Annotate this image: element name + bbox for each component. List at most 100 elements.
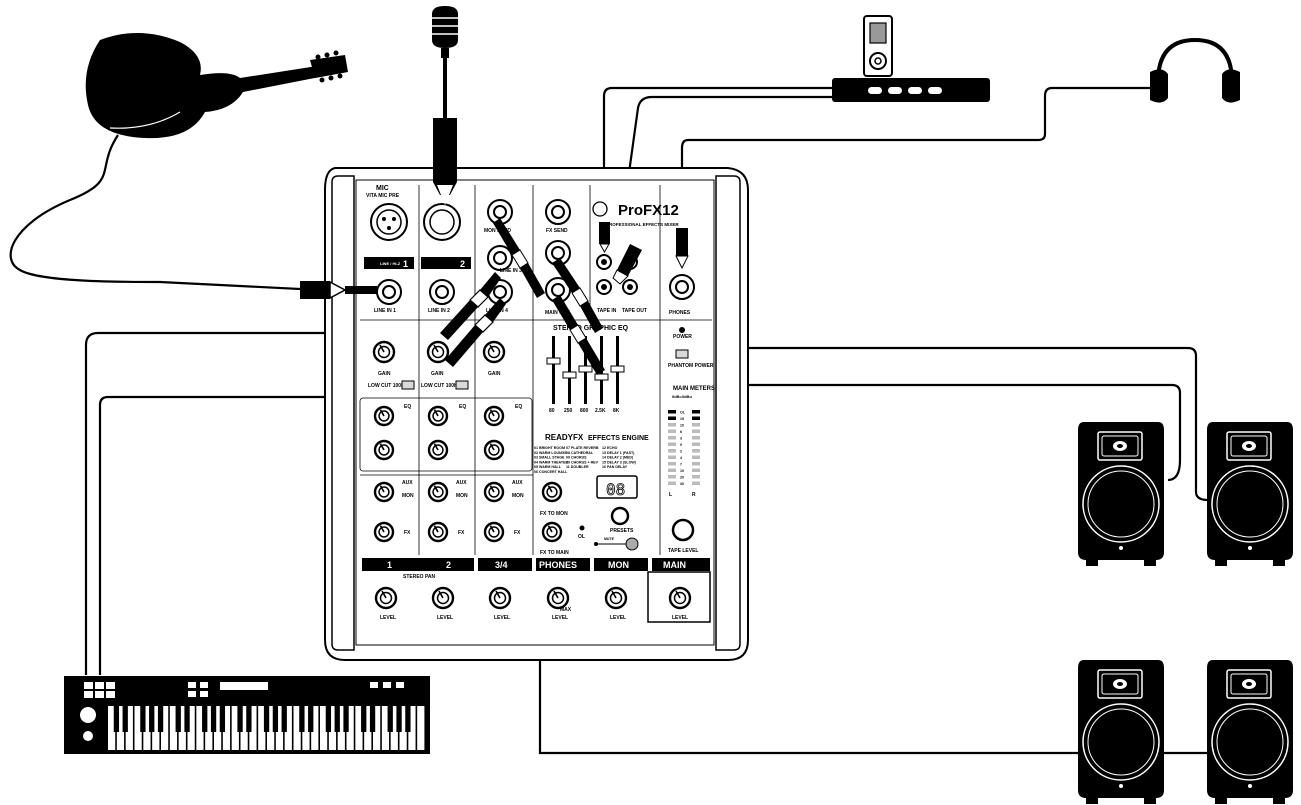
aux-mon-knob-3[interactable] (483, 481, 505, 503)
right-cheek (715, 175, 741, 651)
mon-send-jack[interactable] (487, 199, 513, 225)
meters-title: MAIN METERS (673, 386, 715, 392)
meter-led (668, 442, 676, 446)
white-key (390, 706, 398, 750)
xlr-input-1[interactable] (370, 203, 408, 241)
eq-fader-knob[interactable] (562, 371, 577, 379)
white-key (302, 706, 310, 750)
speakers (1078, 422, 1293, 804)
eq-fader-knob[interactable] (610, 365, 625, 373)
level-label-6: LEVEL (672, 615, 688, 621)
guitar-cable (9, 134, 321, 292)
white-key (408, 706, 416, 750)
fx-to-main-knob[interactable] (541, 521, 563, 543)
level-label-4: LEVEL (552, 615, 568, 621)
level-knob-3[interactable] (488, 586, 512, 610)
white-key (267, 706, 275, 750)
tape-out-right-jack[interactable] (622, 279, 638, 295)
mon-send-plug (493, 218, 545, 298)
low-cut-switch-2[interactable] (455, 380, 469, 390)
level-knob-6[interactable] (668, 586, 692, 610)
phantom-power-switch[interactable] (675, 349, 689, 359)
meter-led (668, 475, 676, 479)
eq-fader-knob[interactable] (578, 365, 593, 373)
bus-2-label: 2 (446, 560, 451, 570)
aux-mon-knob-2[interactable] (427, 481, 449, 503)
tape-in-left-jack[interactable] (596, 254, 612, 270)
eq-fader-knob[interactable] (594, 373, 609, 381)
readyfx-logo: READYFX (545, 433, 584, 442)
meter-scale-label: 10 (680, 424, 684, 428)
white-key (355, 706, 363, 750)
meter-led (668, 416, 676, 420)
eq-fader-track (568, 336, 571, 404)
white-key (346, 706, 354, 750)
eq-label-3: EQ (515, 404, 522, 410)
eq-fader-knob[interactable] (546, 357, 561, 365)
aux-fx-knob-1[interactable] (373, 521, 395, 543)
meter-scale-label: 20 (680, 476, 684, 480)
aux-mon-knob-1[interactable] (373, 481, 395, 503)
line-in-3-jack[interactable] (487, 245, 513, 271)
eq-hi-knob-3[interactable] (483, 405, 505, 427)
monitor-speaker-left-icon (1078, 422, 1164, 566)
level-knob-2[interactable] (431, 586, 455, 610)
fx-send-jack[interactable] (545, 199, 571, 225)
line-in-1-jack[interactable] (376, 279, 402, 305)
level-knob-5[interactable] (604, 586, 628, 610)
mon-label-1: MON (402, 493, 414, 499)
meter-led (692, 436, 700, 440)
fx-preset-item: 06 CONCERT HALL (534, 470, 568, 474)
mute-button[interactable] (625, 537, 639, 551)
eq-band-2.5k: 2.5K (595, 408, 606, 414)
white-key (169, 706, 178, 750)
black-key (237, 706, 243, 732)
fx-preset-item: 05 WARM HALL (534, 465, 562, 469)
preset-display-value: 08 (606, 480, 625, 499)
line-in-2-jack[interactable] (429, 279, 455, 305)
level-knob-1[interactable] (374, 586, 398, 610)
xlr-input-2[interactable] (423, 203, 461, 241)
meter-scale-label: 10 (680, 469, 684, 473)
gain-knob-1[interactable] (372, 340, 396, 364)
eq-low-knob-3[interactable] (483, 439, 505, 461)
eq-hi-knob-2[interactable] (427, 405, 449, 427)
meter-scale-label: 2 (680, 450, 682, 454)
mic-pre-label: VITA MIC PRE (366, 193, 400, 199)
aux-fx-knob-2[interactable] (427, 521, 449, 543)
white-key (373, 706, 381, 750)
phones-jack[interactable] (669, 274, 695, 300)
black-key (361, 706, 367, 732)
fx-to-mon-knob[interactable] (541, 481, 563, 503)
meter-led (668, 423, 676, 427)
eq-hi-knob-1[interactable] (373, 405, 395, 427)
fx-ol-led (579, 525, 585, 531)
presets-knob[interactable] (610, 506, 630, 526)
aux-fx-knob-3[interactable] (483, 521, 505, 543)
keyboard-plug-right (445, 298, 506, 367)
bus-3-4-label: 3/4 (495, 560, 508, 570)
eq-low-knob-2[interactable] (427, 439, 449, 461)
meter-scale-label: OL (680, 411, 686, 415)
power-label: POWER (673, 334, 692, 340)
mic-label: MIC (376, 185, 389, 192)
tape-in-right-jack[interactable] (596, 279, 612, 295)
white-key (222, 706, 231, 750)
mic-stand-cable (443, 50, 447, 120)
meter-led (692, 468, 700, 472)
meter-scale-label: 30 (680, 482, 684, 486)
black-key (281, 706, 287, 732)
channel-eq-knobs (373, 405, 505, 461)
eq-low-knob-1[interactable] (373, 439, 395, 461)
tape-level-knob[interactable] (671, 518, 695, 542)
gain-knob-2[interactable] (426, 340, 450, 364)
main-out-label: MAIN OUT (545, 310, 570, 316)
level-knob-4[interactable] (546, 586, 570, 610)
white-key (161, 706, 169, 750)
meter-led (668, 410, 676, 414)
aux-knobs (373, 481, 505, 543)
low-cut-switch-1[interactable] (401, 380, 415, 390)
gain-knob-3[interactable] (482, 340, 506, 364)
meter-led (692, 416, 700, 420)
